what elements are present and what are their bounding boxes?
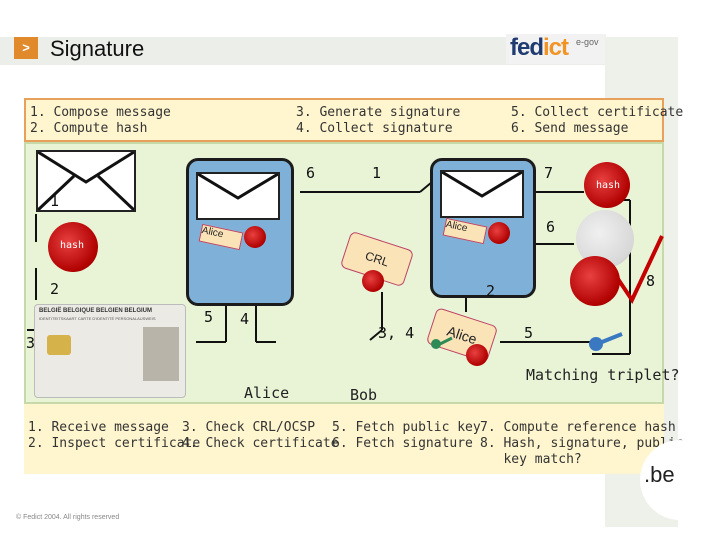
hash-seal-icon — [48, 222, 98, 272]
step-number-3: 3 — [26, 334, 36, 352]
chevron-right-icon: > — [14, 37, 38, 59]
id-card-country: BELGIË BELGIQUE BELGIEN BELGIUM — [39, 308, 153, 314]
portrait-photo — [143, 327, 179, 381]
be-logo: .be — [640, 440, 720, 520]
receiver-steps-box: 1. Receive message 2. Inspect certificat… — [24, 404, 684, 474]
hash-seal-icon — [570, 256, 620, 306]
envelope-icon-shape — [442, 172, 522, 198]
step-number-5: 5 — [204, 308, 214, 326]
copyright-footer: © Fedict 2004. All rights reserved — [16, 514, 120, 521]
envelope-icon-shape — [38, 152, 134, 210]
step-number-4: 4 — [240, 310, 250, 328]
hash-label-left: hash — [60, 240, 85, 251]
reference-hash-seal-icon — [584, 162, 630, 208]
envelope-icon — [440, 170, 524, 218]
sender-steps-5-6: 5. Collect certificate 6. Send message — [511, 105, 684, 136]
step-number-6: 6 — [546, 218, 556, 236]
key-icon-blue — [589, 332, 623, 351]
envelope-icon — [36, 150, 136, 212]
step-number-3-4: 3, 4 — [378, 324, 415, 342]
alice-name: Alice — [244, 384, 290, 402]
step-number-5: 5 — [524, 324, 534, 342]
sender-steps-3-4: 3. Generate signature 4. Collect signatu… — [296, 105, 461, 136]
id-card-type: IDENTITEITSKAART CARTE D'IDENTITÉ PERSON… — [39, 316, 156, 321]
receiver-steps-7-8: 7. Compute reference hash 8. Hash, signa… — [480, 420, 684, 467]
certificate-seal-icon — [466, 344, 488, 366]
matching-triplet-question: Matching triplet? — [526, 366, 680, 384]
signature-seal-icon — [488, 222, 510, 244]
step-number-2: 2 — [50, 280, 60, 298]
step-number-8: 8 — [646, 272, 656, 290]
sender-steps-box: 1. Compose message 2. Compute hash 3. Ge… — [24, 98, 683, 142]
bob-name: Bob — [350, 386, 378, 404]
step-number-1: 1 — [372, 164, 382, 182]
logo-fed-text: fed — [510, 34, 544, 61]
crl-seal-icon — [362, 270, 384, 292]
belgian-eid-card: BELGIË BELGIQUE BELGIEN BELGIUM IDENTITE… — [34, 304, 186, 398]
key-icon-green — [431, 336, 453, 349]
header-band — [0, 37, 605, 65]
step-number-2: 2 — [486, 282, 496, 300]
sender-steps-1-2: 1. Compose message 2. Compute hash — [30, 105, 171, 136]
step-number-6: 6 — [306, 164, 316, 182]
receiver-steps-1-2: 1. Receive message 2. Inspect certificat… — [28, 420, 201, 451]
hash-label-right: hash — [596, 180, 621, 191]
logo-ict-text: ict — [543, 34, 569, 61]
receiver-steps-3-4: 3. Check CRL/OCSP 4. Check certificate — [182, 420, 339, 451]
be-logo-text: .be — [644, 462, 675, 487]
page-title: Signature — [50, 36, 145, 61]
envelope-icon-shape — [198, 174, 278, 200]
step-number-7: 7 — [544, 164, 554, 182]
chip-icon — [47, 335, 71, 355]
envelope-icon — [196, 172, 280, 220]
logo-egov-text: e-gov — [576, 37, 599, 47]
fedict-logo: fedict e-gov — [506, 34, 606, 64]
signature-seal-icon — [244, 226, 266, 248]
step-number-1: 1 — [50, 192, 60, 210]
receiver-steps-5-6: 5. Fetch public key 6. Fetch signature — [332, 420, 481, 451]
